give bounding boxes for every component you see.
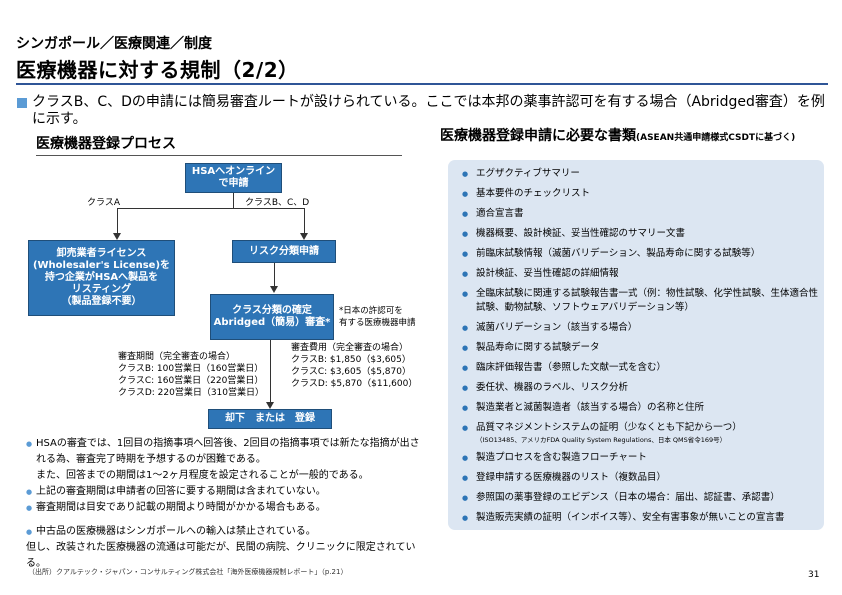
document-item: 製造販売実績の証明（インボイス等）、安全有害事象が無いことの宣言書 <box>462 511 822 525</box>
source-citation: （出所）クアルテック・ジャパン・コンサルティング株式会社「海外医療機器規制レポー… <box>28 568 348 576</box>
document-item: 適合宣言書 <box>462 207 822 221</box>
document-item: 登録申請する医療機器のリスト（複数品目） <box>462 471 822 485</box>
document-item: 機器概要、設計検証、妥当性確認のサマリー文書 <box>462 227 822 241</box>
flow-box-class-confirmation: クラス分類の確定 Abridged（簡易）審査* <box>210 294 334 340</box>
document-item-qms: 品質マネジメントシステムの証明（少なくとも下記から一つ） （ISO13485、ア… <box>462 421 822 445</box>
connector-line <box>274 263 275 288</box>
connector-line <box>233 193 234 208</box>
note-item: HSAの審査では、1回目の指摘事項へ回答後、2回目の指摘事項では新たな指摘が出さ… <box>26 436 426 468</box>
note-item: 中古品の医療機器はシンガポールへの輸入は禁止されている。 <box>26 524 426 540</box>
intro-text: クラスB、C、Dの申請には簡易審査ルートが設けられている。ここでは本邦の薬事許認… <box>32 94 825 127</box>
connector-line <box>304 208 305 236</box>
note-item-continued: 但し、改装された医療機器の流通は可能だが、民間の病院、クリニックに限定されている… <box>26 542 416 569</box>
document-item: 委任状、機器のラベル、リスク分析 <box>462 381 822 395</box>
document-item: 全臨床試験に関連する試験報告書一式（例：物性試験、化学性試験、生体適合性試験、動… <box>462 287 822 315</box>
class-a-label: クラスA <box>87 198 120 208</box>
breadcrumb: シンガポール／医療関連／制度 <box>16 36 212 52</box>
note-item: 審査期間は目安であり記載の期間より時間がかかる場合もある。 <box>26 500 426 516</box>
document-item: 設計検証、妥当性確認の詳細情報 <box>462 267 822 281</box>
notes-block: HSAの審査では、1回目の指摘事項へ回答後、2回目の指摘事項では新たな指摘が出さ… <box>26 436 426 572</box>
review-fee-text: 審査費用（完全審査の場合） クラスB: $1,850（$3,605） クラスC:… <box>291 343 418 389</box>
connector-line <box>117 208 304 209</box>
flow-box-risk-classification: リスク分類申請 <box>232 240 336 263</box>
documents-list: エグザクティブサマリー 基本要件のチェックリスト 適合宣言書 機器概要、設計検証… <box>462 167 822 531</box>
connector-line <box>270 340 271 404</box>
document-item: 臨床評価報告書（参照した文献一式を含む） <box>462 361 822 375</box>
document-item: 製造プロセスを含む製造フローチャート <box>462 451 822 465</box>
flow-box-hsa-application: HSAへオンライン で申請 <box>185 163 282 193</box>
flow-section-divider <box>36 155 402 156</box>
arrow-down-icon <box>266 402 274 409</box>
connector-line <box>117 208 118 236</box>
documents-title-sub: (ASEAN共通申請様式CSDTに基づく) <box>636 133 796 143</box>
page-title: 医療機器に対する規制（2/2） <box>16 58 299 82</box>
flow-section-title: 医療機器登録プロセス <box>36 136 176 152</box>
document-item-text: 品質マネジメントシステムの証明（少なくとも下記から一つ） <box>476 422 742 433</box>
review-period-text: 審査期間（完全審査の場合） クラスB: 100営業日（160営業日） クラスC:… <box>118 352 265 398</box>
japan-approval-note: *日本の許認可を 有する医療機器申請 <box>339 306 416 328</box>
flow-box-wholesaler-listing: 卸売業者ライセンス (Wholesaler's License)を 持つ企業がH… <box>28 240 175 316</box>
note-item: 上記の審査期間は申請者の回答に要する期間は含まれていない。 <box>26 484 426 500</box>
square-bullet-icon <box>17 98 27 108</box>
title-divider <box>16 83 828 85</box>
flow-box-result: 却下 または 登録 <box>208 409 332 429</box>
note-item-continued: また、回答までの期間は1〜2ヶ月程度を設定されることが一般的である。 <box>36 470 369 481</box>
documents-section-title: 医療機器登録申請に必要な書類(ASEAN共通申請様式CSDTに基づく) <box>440 125 795 145</box>
document-item: 参照国の薬事登録のエビデンス（日本の場合：届出、認証書、承認書） <box>462 491 822 505</box>
qms-standards-note: （ISO13485、アメリカFDA Quality System Regulat… <box>476 436 727 444</box>
documents-title-main: 医療機器登録申請に必要な書類 <box>440 128 636 144</box>
document-item: 基本要件のチェックリスト <box>462 187 822 201</box>
arrow-down-icon <box>270 286 278 293</box>
document-item: 前臨床試験情報（滅菌バリデーション、製品寿命に関する試験等） <box>462 247 822 261</box>
class-bcd-label: クラスB、C、D <box>245 198 310 208</box>
document-item: 滅菌バリデーション（該当する場合） <box>462 321 822 335</box>
document-item: エグザクティブサマリー <box>462 167 822 181</box>
arrow-down-icon <box>113 233 121 240</box>
document-item: 製造業者と滅菌製造者（該当する場合）の名称と住所 <box>462 401 822 415</box>
document-item: 製品寿命に関する試験データ <box>462 341 822 355</box>
arrow-down-icon <box>300 233 308 240</box>
page-number: 31 <box>808 570 820 580</box>
